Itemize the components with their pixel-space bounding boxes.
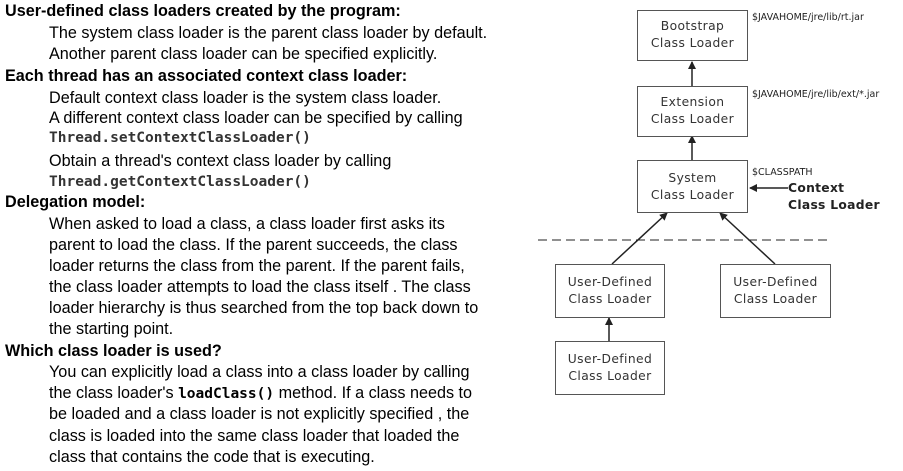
body-line-loadclass: the class loader's loadClass() method. I…: [49, 383, 472, 404]
body-line: be loaded and a class loader is not expl…: [49, 405, 470, 423]
box-line: Class Loader: [568, 369, 652, 383]
extension-loader-box: Extension Class Loader: [637, 86, 748, 137]
body-line: loader hierarchy is thus searched from t…: [49, 299, 479, 317]
text-fragment: method. If a class needs to: [274, 384, 473, 402]
body-line: class that contains the code that is exe…: [49, 448, 375, 466]
user-defined-loader-right-box: User-Defined Class Loader: [720, 264, 831, 318]
body-line: parent to load the class. If the parent …: [49, 236, 458, 254]
body-line: Another parent class loader can be speci…: [49, 45, 438, 63]
body-line: When asked to load a class, a class load…: [49, 215, 445, 233]
context-class-loader-label: Context Class Loader: [788, 180, 880, 214]
box-line: Class Loader: [650, 112, 735, 126]
box-line: Extension: [660, 95, 725, 109]
context-line: Class Loader: [788, 198, 880, 212]
text-fragment: the class loader's: [49, 384, 179, 402]
system-path: $CLASSPATH: [752, 167, 813, 178]
code-set-context: Thread.setContextClassLoader(): [49, 130, 311, 146]
heading-user-defined: User-defined class loaders created by th…: [5, 2, 401, 20]
box-line: User-Defined: [567, 275, 653, 289]
user-defined-loader-bottom-box: User-Defined Class Loader: [555, 341, 665, 395]
heading-which-loader: Which class loader is used?: [5, 342, 222, 360]
box-line: Class Loader: [650, 188, 735, 202]
heading-context-loader: Each thread has an associated context cl…: [5, 67, 408, 85]
user-defined-loader-left-box: User-Defined Class Loader: [555, 264, 665, 318]
box-line: Class Loader: [650, 36, 735, 50]
body-line: class is loaded into the same class load…: [49, 427, 460, 445]
bootstrap-loader-box: Bootstrap Class Loader: [637, 10, 748, 61]
code-loadclass: loadClass(): [178, 386, 275, 402]
body-line: Default context class loader is the syst…: [49, 89, 442, 107]
heading-delegation: Delegation model:: [5, 193, 146, 211]
box-line: Class Loader: [733, 292, 818, 306]
box-line: Class Loader: [568, 292, 652, 306]
box-line: User-Defined: [733, 275, 818, 289]
body-line: Obtain a thread's context class loader b…: [49, 152, 392, 170]
box-line: User-Defined: [567, 352, 653, 366]
extension-path: $JAVAHOME/jre/lib/ext/*.jar: [752, 89, 880, 100]
body-line: You can explicitly load a class into a c…: [49, 363, 470, 381]
delegation-arrow: [611, 212, 668, 265]
body-line: the starting point.: [49, 320, 174, 338]
box-line: System: [668, 171, 717, 185]
body-line: The system class loader is the parent cl…: [49, 24, 488, 42]
body-line: A different context class loader can be …: [49, 109, 463, 127]
delegation-arrow: [719, 212, 776, 265]
body-line: the class loader attempts to load the cl…: [49, 278, 471, 296]
bootstrap-path: $JAVAHOME/jre/lib/rt.jar: [752, 12, 864, 23]
box-line: Bootstrap: [660, 19, 725, 33]
context-line: Context: [788, 181, 845, 195]
body-line: loader returns the class from the parent…: [49, 257, 465, 275]
system-loader-box: System Class Loader: [637, 160, 748, 213]
code-get-context: Thread.getContextClassLoader(): [49, 174, 311, 190]
